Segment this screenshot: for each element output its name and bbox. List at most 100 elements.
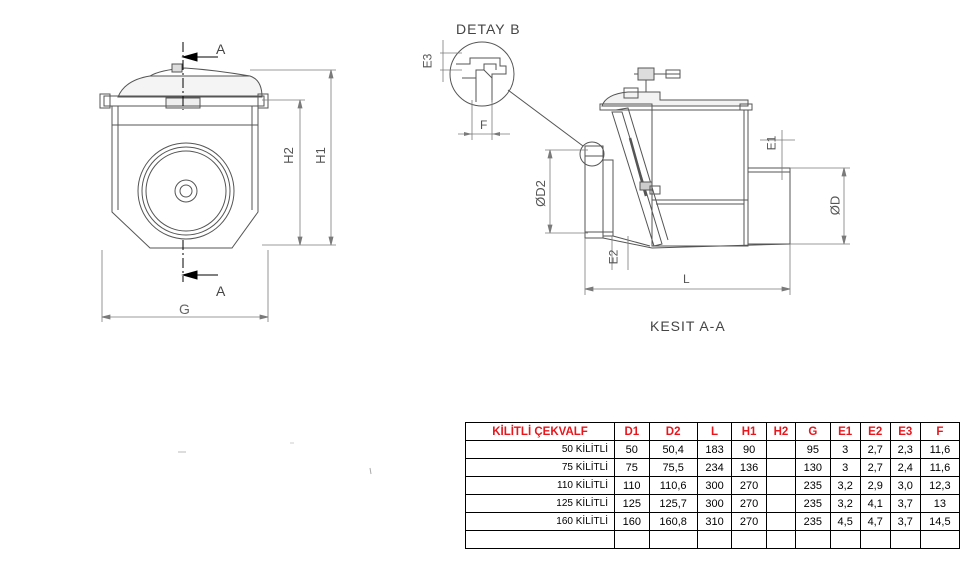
cell-e1: 3,2 <box>829 476 861 495</box>
section-dimensions <box>545 130 850 295</box>
cell-e2: 2,9 <box>859 476 891 495</box>
table-row: 75 KİLİTLİ 75 75,5 234 136 130 3 2,7 2,4… <box>465 458 961 477</box>
section-title: KESIT A-A <box>650 318 726 334</box>
cell-f: 13 <box>919 494 961 513</box>
cell-e1 <box>829 530 861 549</box>
cell-f: 12,3 <box>919 476 961 495</box>
cell-product: 160 KİLİTLİ <box>465 512 615 531</box>
cell-l: 310 <box>696 512 733 531</box>
cell-d1: 50 <box>614 440 650 459</box>
dimension-e1-label: E1 <box>764 135 779 151</box>
table-row: 110 KİLİTLİ 110 110,6 300 270 235 3,2 2,… <box>465 476 961 495</box>
cell-h2 <box>765 476 797 495</box>
table-row: 125 KİLİTLİ 125 125,7 300 270 235 3,2 4,… <box>465 494 961 513</box>
front-dimensions <box>101 69 336 322</box>
cell-e1: 4,5 <box>829 512 861 531</box>
cell-h2 <box>765 440 797 459</box>
cell-l: 183 <box>696 440 733 459</box>
cell-f: 11,6 <box>919 458 961 477</box>
table-row: 160 KİLİTLİ 160 160,8 310 270 235 4,5 4,… <box>465 512 961 531</box>
cell-e2: 2,7 <box>859 440 891 459</box>
cell-l: 300 <box>696 476 733 495</box>
header-d1: D1 <box>614 422 650 441</box>
cell-g: 235 <box>795 512 831 531</box>
cell-product: 110 KİLİTLİ <box>465 476 615 495</box>
cell-d1: 160 <box>614 512 650 531</box>
dimension-e2-label: E2 <box>606 249 621 265</box>
header-e3: E3 <box>889 422 921 441</box>
header-f: F <box>919 422 961 441</box>
cell-d1: 125 <box>614 494 650 513</box>
cell-e2: 4,1 <box>859 494 891 513</box>
section-marker-bottom: A <box>216 283 226 299</box>
cell-e2: 4,7 <box>859 512 891 531</box>
cell-product: 50 KİLİTLİ <box>465 440 615 459</box>
section-view <box>579 67 791 249</box>
detail-b-view <box>440 40 584 147</box>
cell-product: 125 KİLİTLİ <box>465 494 615 513</box>
cell-e1: 3,2 <box>829 494 861 513</box>
cell-g: 235 <box>795 494 831 513</box>
header-e1: E1 <box>829 422 861 441</box>
cell-d2: 160,8 <box>648 512 698 531</box>
cell-f: 11,6 <box>919 440 961 459</box>
cell-h1: 270 <box>731 494 767 513</box>
cell-h1: 270 <box>731 476 767 495</box>
cell-e2 <box>859 530 891 549</box>
cell-f <box>919 530 961 549</box>
table-row-empty <box>465 530 961 549</box>
header-product: KİLİTLİ ÇEKVALF <box>465 422 615 441</box>
header-h2: H2 <box>765 422 797 441</box>
cell-d2: 110,6 <box>648 476 698 495</box>
dimension-f-label: F <box>480 118 488 132</box>
cell-e2: 2,7 <box>859 458 891 477</box>
dimension-d2-label: ØD2 <box>532 180 548 207</box>
cell-product: 75 KİLİTLİ <box>465 458 615 477</box>
cell-h2 <box>765 512 797 531</box>
cell-e1: 3 <box>829 458 861 477</box>
cell-e3: 2,4 <box>889 458 921 477</box>
cell-e1: 3 <box>829 440 861 459</box>
dimension-l-label: L <box>683 272 690 286</box>
cell-d1 <box>614 530 650 549</box>
cell-h1: 90 <box>731 440 767 459</box>
cell-e3: 3,7 <box>889 512 921 531</box>
cell-d2 <box>648 530 698 549</box>
cell-h1: 270 <box>731 512 767 531</box>
cell-g: 95 <box>795 440 831 459</box>
dimension-h1-label: H1 <box>312 147 328 164</box>
cell-d1: 110 <box>614 476 650 495</box>
section-marker-top: A <box>216 41 226 57</box>
cell-d2: 75,5 <box>648 458 698 477</box>
header-l: L <box>696 422 733 441</box>
dimension-h2-label: H2 <box>280 147 296 164</box>
cell-d1: 75 <box>614 458 650 477</box>
cell-l: 300 <box>696 494 733 513</box>
header-e2: E2 <box>859 422 891 441</box>
cell-h1: 136 <box>731 458 767 477</box>
cell-g <box>795 530 831 549</box>
cell-g: 235 <box>795 476 831 495</box>
cell-e3: 2,3 <box>889 440 921 459</box>
dimension-e3-label: E3 <box>420 53 435 69</box>
detail-title: DETAY B <box>456 21 521 37</box>
spec-table: KİLİTLİ ÇEKVALF D1 D2 L H1 H2 G E1 E2 E3… <box>465 422 961 549</box>
cell-d2: 50,4 <box>648 440 698 459</box>
dimension-g-label: G <box>179 301 190 317</box>
cell-e3: 3,7 <box>889 494 921 513</box>
cell-e3: 3,0 <box>889 476 921 495</box>
cell-f: 14,5 <box>919 512 961 531</box>
cell-h2 <box>765 530 797 549</box>
table-row: 50 KİLİTLİ 50 50,4 183 90 95 3 2,7 2,3 1… <box>465 440 961 459</box>
cell-h2 <box>765 494 797 513</box>
cell-product <box>465 530 615 549</box>
cell-e3 <box>889 530 921 549</box>
cell-l <box>696 530 733 549</box>
cell-g: 130 <box>795 458 831 477</box>
cell-d2: 125,7 <box>648 494 698 513</box>
cell-h1 <box>731 530 767 549</box>
header-h1: H1 <box>731 422 767 441</box>
table-header-row: KİLİTLİ ÇEKVALF D1 D2 L H1 H2 G E1 E2 E3… <box>465 422 961 441</box>
cell-l: 234 <box>696 458 733 477</box>
